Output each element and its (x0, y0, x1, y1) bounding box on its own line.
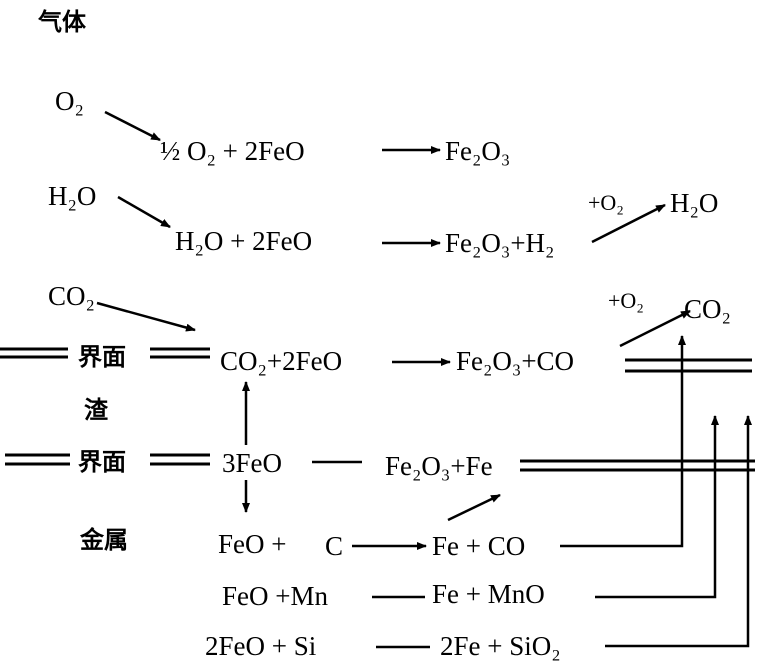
reaction2-left: H₂O + 2FeO (175, 226, 312, 256)
label-slag: 渣 (84, 396, 109, 424)
reaction6-right: Fe + MnO (432, 579, 545, 609)
reaction5-left: FeO + (218, 529, 286, 559)
arrow-sio2-up (605, 415, 752, 648)
label-interface-2: 界面 (78, 448, 126, 476)
reaction2-output: H₂O (670, 188, 718, 218)
arrow-fe-up (447, 493, 501, 522)
label-interface-1: 界面 (78, 343, 126, 371)
input-h2o: H₂O (48, 181, 96, 211)
input-co2: CO₂ (48, 281, 95, 311)
reaction3-left: CO₂+2FeO (220, 346, 342, 376)
label-gas: 气体 (37, 8, 87, 36)
reaction3-right: Fe₂O₃+CO (456, 346, 574, 376)
reaction2-right: Fe₂O₃+H₂ (445, 228, 554, 258)
reaction5-right: Fe + CO (432, 531, 525, 561)
arrow-h2o (117, 195, 171, 229)
arrow-co-to-co2 (560, 335, 686, 548)
reaction1-left: ½ O₂ + 2FeO (160, 136, 305, 166)
input-o2: O₂ (55, 86, 84, 116)
reaction4-right: Fe₂O₃+Fe (385, 451, 493, 481)
reaction3-output: CO₂ (684, 294, 731, 324)
reaction4-left: 3FeO (222, 448, 282, 478)
reaction5-carbon: C (325, 531, 343, 561)
reaction3-plus-o2: +O₂ (608, 288, 644, 313)
reaction2-plus-o2: +O₂ (588, 190, 624, 215)
arrow-o2 (104, 110, 161, 142)
arrow-mno-up (595, 415, 719, 599)
arrow-co2 (96, 301, 196, 332)
reaction1-right: Fe₂O₃ (445, 136, 510, 166)
reaction7-right: 2Fe + SiO₂ (440, 631, 561, 661)
arrow-r2-out (591, 203, 666, 244)
arrow-r3-out (619, 309, 691, 348)
reaction6-left: FeO +Mn (222, 581, 328, 611)
reaction7-left: 2FeO + Si (205, 631, 316, 661)
label-metal: 金属 (79, 526, 128, 554)
